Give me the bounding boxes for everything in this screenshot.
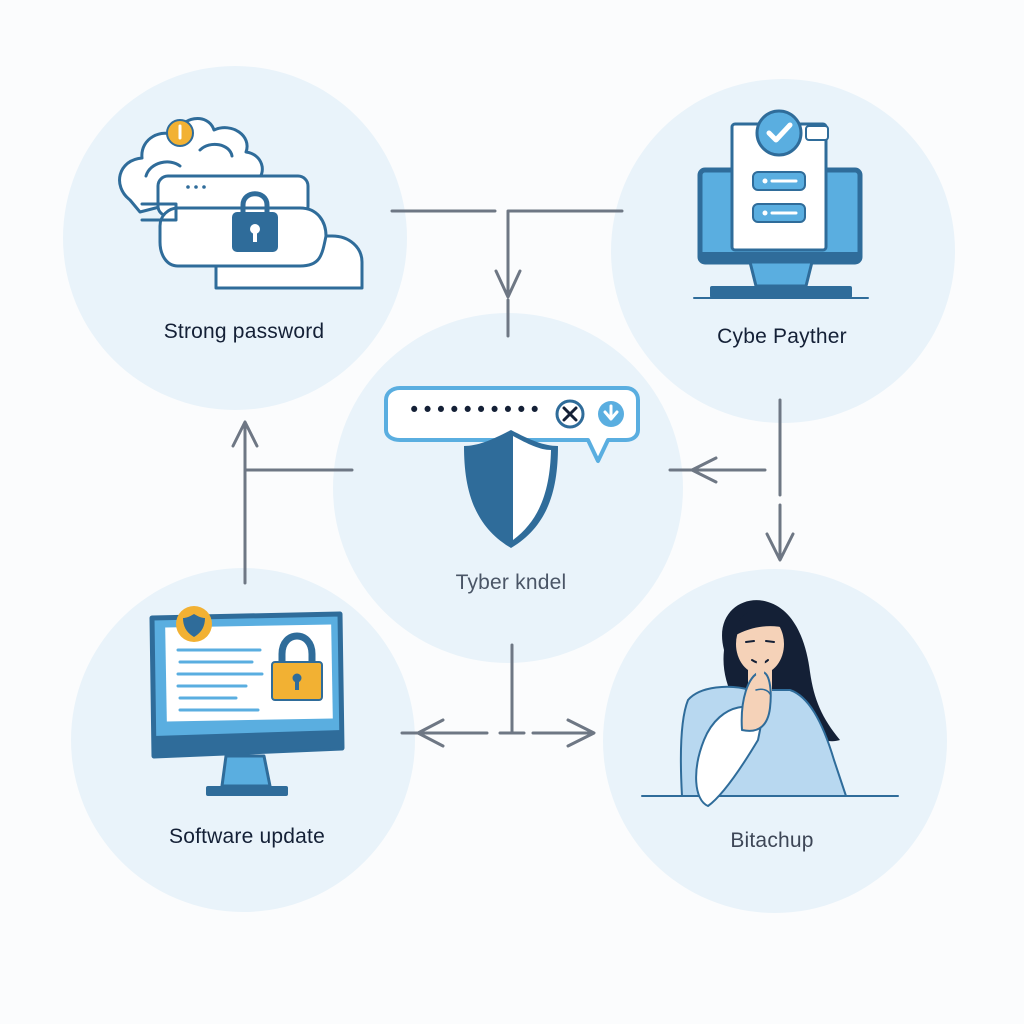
connector-right: [668, 398, 782, 560]
monitor-padlock-icon: [149, 606, 345, 796]
connector-top: [390, 209, 624, 338]
label-cybe-payther: Cybe Payther: [717, 325, 847, 348]
label-bitachup: Bitachup: [730, 829, 814, 852]
arrow-head-down-top: [494, 269, 522, 299]
woman-thinking-icon: [641, 600, 899, 807]
connector-bottom: [400, 643, 594, 735]
label-tyber-kndel: Tyber kndel: [455, 571, 567, 594]
cloud-lock-icon: [118, 117, 364, 290]
connector-left: [243, 423, 354, 585]
arrow-head-left-right: [690, 456, 718, 484]
arrow-head-left-bottom: [416, 718, 445, 748]
arrow-head-up-left: [231, 420, 259, 448]
arrow-head-right-bottom: [566, 718, 596, 748]
label-strong-password: Strong password: [163, 320, 325, 343]
shield-icon: [464, 430, 558, 548]
monitor-checklist-icon: [693, 109, 869, 299]
arrow-head-down-right: [765, 532, 795, 562]
password-bubble: [384, 386, 640, 463]
connectors: [231, 209, 795, 748]
password-mask: ••••••••••: [408, 398, 542, 422]
label-software-update: Software update: [169, 825, 325, 848]
